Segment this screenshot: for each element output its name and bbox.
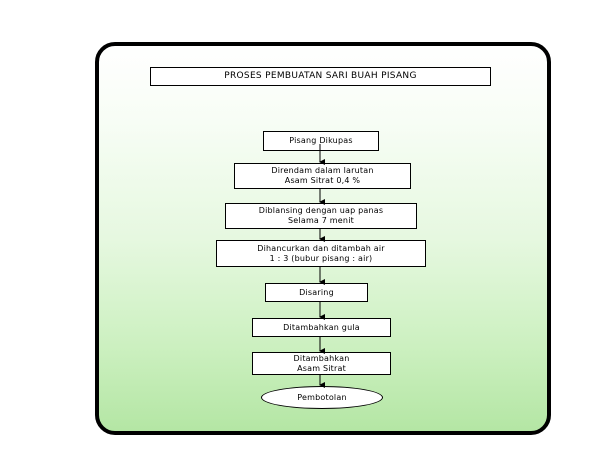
step-line: Dihancurkan dan ditambah air bbox=[257, 243, 385, 253]
step-line: Ditambahkan gula bbox=[283, 322, 360, 332]
step-line: Selama 7 menit bbox=[288, 216, 354, 225]
step-line: Diblansing dengan uap panas bbox=[258, 206, 384, 215]
step-line: Disaring bbox=[299, 287, 334, 297]
step-add-citric-acid: Ditambahkan Asam Sitrat bbox=[252, 352, 391, 375]
step-crush: Dihancurkan dan ditambah air 1 : 3 (bubu… bbox=[216, 240, 426, 267]
step-add-sugar: Ditambahkan gula bbox=[252, 318, 391, 337]
step-line: Direndam dalam larutan bbox=[271, 166, 374, 175]
step-line: 1 : 3 (bubur pisang : air) bbox=[269, 253, 373, 263]
step-line: Pembotolan bbox=[297, 392, 347, 402]
step-line: Asam Sitrat bbox=[297, 363, 346, 373]
flowchart-title: PROSES PEMBUATAN SARI BUAH PISANG bbox=[150, 67, 491, 86]
step-blanch: Diblansing dengan uap panas Selama 7 men… bbox=[225, 203, 417, 229]
step-line: Ditambahkan bbox=[293, 353, 350, 363]
flowchart-frame bbox=[95, 42, 551, 435]
step-line: Asam Sitrat 0,4 % bbox=[284, 176, 361, 185]
step-soak: Direndam dalam larutan Asam Sitrat 0,4 % bbox=[234, 163, 411, 189]
step-peel: Pisang Dikupas bbox=[263, 131, 379, 151]
step-filter: Disaring bbox=[265, 283, 368, 302]
step-bottling: Pembotolan bbox=[261, 386, 383, 409]
step-line: Pisang Dikupas bbox=[289, 136, 353, 145]
